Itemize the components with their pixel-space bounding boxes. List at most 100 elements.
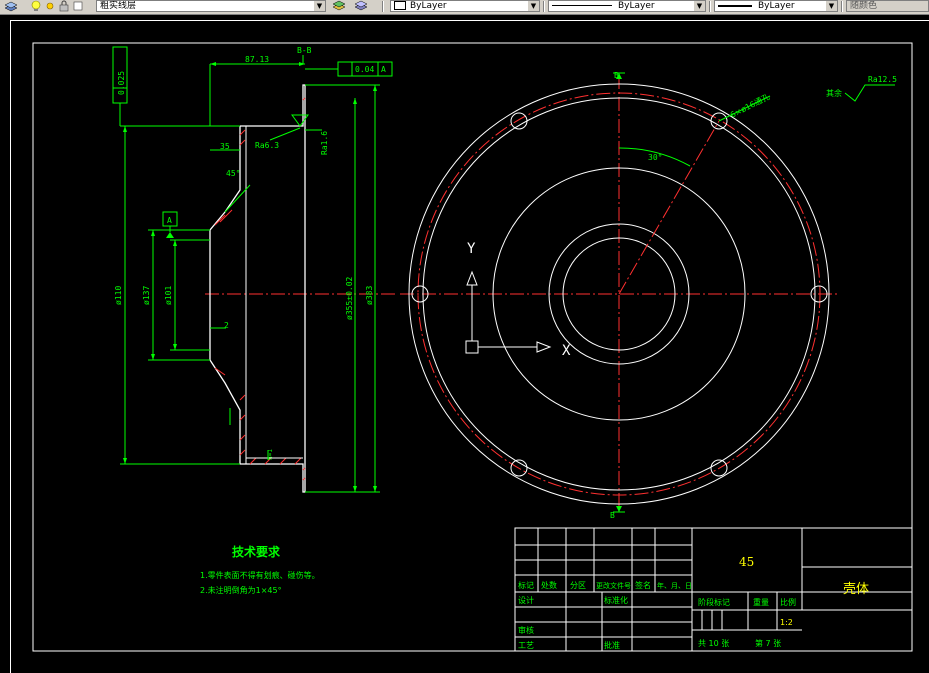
- dim-wall: 2: [224, 321, 229, 330]
- datum-ref: A: [381, 65, 386, 74]
- holes-note: 6×ø16通孔: [728, 91, 771, 119]
- hdr-weight: 重量: [753, 597, 769, 607]
- chevron-down-icon[interactable]: ▼: [314, 1, 325, 11]
- color-dropdown[interactable]: ByLayer ▼: [390, 0, 540, 12]
- hdr-doc: 更改文件号: [596, 581, 631, 590]
- mid-circle: [492, 167, 746, 421]
- part-name: 壳体: [843, 582, 869, 597]
- properties-toolbar: 粗实线层 ▼ ByLayer ▼ ByLayer ▼ ByLayer ▼ 随颜色: [0, 0, 929, 15]
- section-dimension-lines: [112, 46, 393, 493]
- sheet-number: 第 7 张: [755, 638, 781, 648]
- toolbar-separator: [841, 1, 843, 12]
- section-hatch: [214, 97, 306, 481]
- roughness-a: Ra6.3: [255, 141, 279, 150]
- hub-inner-circle: [562, 237, 676, 351]
- outer-circle: [408, 83, 830, 505]
- front-dimension-lines: [613, 72, 895, 513]
- dimension-arrows: [123, 62, 377, 492]
- hdr-sign: 签名: [635, 580, 651, 590]
- ucs-icon: [465, 270, 552, 354]
- color-swatch: [394, 1, 406, 10]
- surface-finish-value: Ra12.5: [868, 75, 897, 84]
- bolt-holes: [411, 112, 828, 477]
- tech-req-line2: 2.未注明倒角为1×45°: [200, 585, 282, 595]
- chevron-down-icon[interactable]: ▼: [694, 1, 705, 11]
- dim-dia-383: ø383: [365, 286, 374, 305]
- title-block-text: 标记 处数 分区 更改文件号 签名 年、月、日 设计 标准化 阶段标记 重量 比…: [518, 580, 796, 650]
- dim-dia-110: ø110: [114, 286, 123, 305]
- layer-previous-icon[interactable]: [354, 0, 368, 12]
- toolbar-separator: [709, 1, 711, 12]
- lock-icon[interactable]: [58, 0, 72, 12]
- hdr-count: 处数: [541, 580, 557, 590]
- dim-length: 87.13: [245, 55, 269, 64]
- bolt-circle: [417, 92, 821, 496]
- layer-dropdown[interactable]: 粗实线层 ▼: [96, 0, 326, 12]
- section-view: 87.13 B-B 0.04 A 0.025 A 35 45° Ra6.3 Ra…: [112, 46, 395, 493]
- lineweight-preview: [718, 4, 752, 7]
- ucs-y-label: Y: [467, 241, 476, 257]
- tech-requirements: 技术要求 1.零件表面不得有划痕、碰伤等。 2.未注明倒角为1×45°: [200, 544, 320, 595]
- tech-req-title: 技术要求: [232, 544, 281, 559]
- front-arrows: [616, 73, 622, 512]
- runout-value: 0.025: [117, 71, 126, 95]
- surface-finish-label: 其余: [826, 88, 842, 98]
- drawing-canvas[interactable]: [10, 20, 929, 673]
- sun-icon[interactable]: [44, 0, 58, 12]
- plot-style-value: 随颜色: [850, 1, 878, 11]
- sheets-total: 共 10 张: [698, 639, 729, 648]
- dim-dia-137: ø137: [142, 286, 151, 305]
- hdr-review: 审核: [518, 625, 534, 635]
- toolbar-separator: [382, 1, 384, 12]
- hdr-design: 设计: [518, 595, 534, 605]
- drawing-border: [32, 42, 913, 652]
- dim-dia-101: ø101: [164, 286, 173, 305]
- hdr-zone: 分区: [570, 581, 586, 590]
- plot-style-dropdown[interactable]: 随颜色: [846, 0, 929, 12]
- lineweight-dropdown[interactable]: ByLayer ▼: [714, 0, 838, 12]
- hdr-process: 工艺: [518, 641, 534, 650]
- front-view: 30° 6×ø16通孔 B B 其余 Ra12.5 Y X: [400, 71, 897, 520]
- make-current-layer-icon[interactable]: [332, 0, 346, 12]
- lightbulb-icon[interactable]: [30, 0, 44, 12]
- section-mark-top: B: [614, 71, 619, 80]
- color-dropdown-value: ByLayer: [410, 1, 447, 11]
- toolbar-separator: [543, 1, 545, 12]
- linetype-preview: [552, 5, 612, 6]
- layer-dropdown-value: 粗实线层: [100, 1, 137, 11]
- chevron-down-icon[interactable]: ▼: [528, 1, 539, 11]
- dim-chamfer-length: 35: [220, 142, 230, 151]
- linetype-dropdown-value: ByLayer: [618, 1, 655, 11]
- hub-outer-circle: [548, 223, 690, 365]
- section-label: B-B: [297, 46, 312, 55]
- ucs-x-label: X: [562, 343, 571, 359]
- title-block-grid: [514, 527, 913, 652]
- layer-manager-icon[interactable]: [4, 0, 18, 12]
- hdr-approve: 批准: [604, 640, 620, 650]
- dim-note: n=1: [267, 449, 274, 460]
- angle-centerline: [618, 120, 720, 295]
- section-dimension-text: 87.13 B-B 0.04 A 0.025 A 35 45° Ra6.3 Ra…: [114, 46, 386, 460]
- lineweight-dropdown-value: ByLayer: [758, 1, 795, 11]
- section-mark-bottom: B: [610, 511, 615, 520]
- plot-icon[interactable]: [72, 0, 86, 12]
- chevron-down-icon[interactable]: ▼: [826, 1, 837, 11]
- dim-30-deg: 30°: [648, 153, 662, 162]
- hdr-mark: 标记: [518, 580, 534, 590]
- outer-circle-2: [422, 97, 816, 491]
- tech-req-line1: 1.零件表面不得有划痕、碰伤等。: [200, 570, 320, 580]
- hdr-date: 年、月、日: [657, 581, 692, 590]
- dim-angle: 45°: [226, 169, 240, 178]
- tolerance-value: 0.04: [355, 65, 374, 74]
- linetype-dropdown[interactable]: ByLayer ▼: [548, 0, 706, 12]
- roughness-b: Ra1.6: [320, 131, 329, 155]
- material-value: 45: [739, 555, 754, 569]
- title-block: 标记 处数 分区 更改文件号 签名 年、月、日 设计 标准化 阶段标记 重量 比…: [514, 527, 913, 652]
- dim-dia-355: ø355±0.02: [345, 276, 354, 320]
- scale-value: 1:2: [780, 618, 793, 627]
- hdr-standard: 标准化: [604, 595, 628, 605]
- ucs-labels: Y X: [467, 241, 571, 359]
- hdr-scale: 比例: [780, 597, 796, 607]
- hdr-stage: 阶段标记: [698, 597, 730, 607]
